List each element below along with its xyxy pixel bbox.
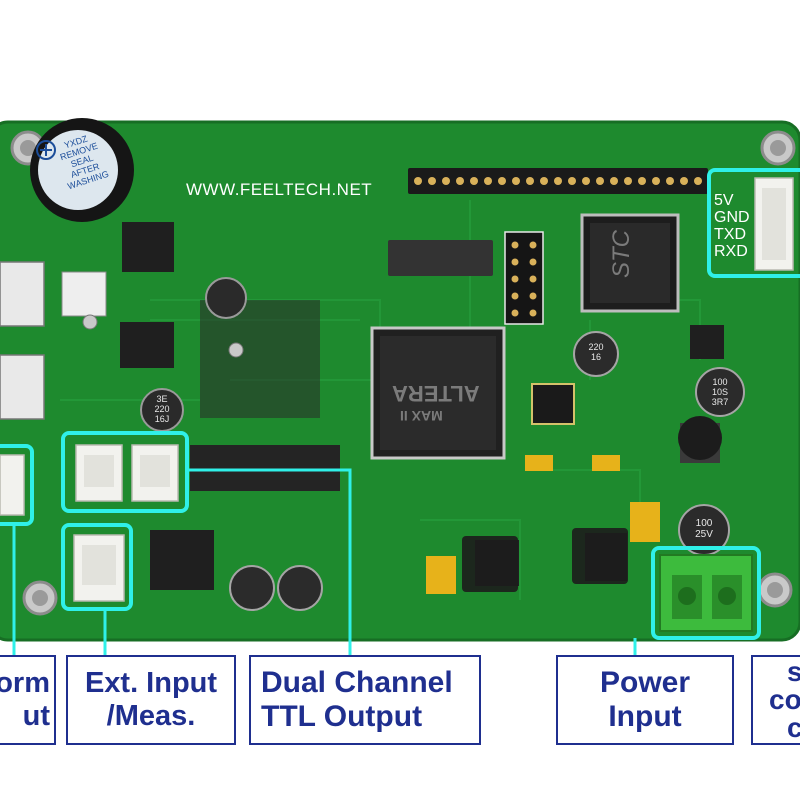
uart-pin-gnd: GND xyxy=(714,209,750,226)
label-line: c xyxy=(769,714,800,742)
cap-text: 3R7 xyxy=(711,397,729,407)
label-line: orm xyxy=(0,666,50,699)
cap-text: 220 xyxy=(154,404,170,414)
cap-label: 3E 220 16J xyxy=(146,394,178,424)
label-serial-communication: s co c xyxy=(751,655,800,745)
uart-pin-rxd: RXD xyxy=(714,243,748,260)
callout-lines xyxy=(12,468,637,655)
connector-ttl-output xyxy=(131,444,179,502)
label-line: /Meas. xyxy=(106,700,196,732)
cap-label: 220 16 xyxy=(580,342,612,362)
capacitors xyxy=(140,277,745,611)
cap-text: 10S xyxy=(711,387,728,397)
label-line: s xyxy=(769,658,800,686)
cap-label: 100 25V xyxy=(688,518,720,540)
fpga-marking: ALTERA xyxy=(392,381,480,406)
label-line: co xyxy=(769,684,800,715)
fpga-series: MAX II xyxy=(400,408,443,424)
cap-text: 100 xyxy=(695,518,713,529)
crystal xyxy=(531,383,575,425)
power-terminal-block xyxy=(659,554,753,632)
label-line: Input xyxy=(608,700,682,733)
label-power-input: Power Input xyxy=(556,655,734,745)
label-line: TTL Output xyxy=(261,700,423,733)
uart-pin-txd: TXD xyxy=(714,226,746,243)
cap-text: 3E xyxy=(156,394,168,404)
label-line: Power xyxy=(599,665,691,699)
connector-uart xyxy=(754,177,794,271)
connector-meas xyxy=(73,534,125,602)
mcu-marking: STC xyxy=(608,230,635,278)
label-waveform-output: orm ut xyxy=(0,655,56,745)
connector-ext-input xyxy=(75,444,123,502)
uart-pin-5v: 5V xyxy=(714,192,734,209)
cap-text: 16J xyxy=(154,414,170,424)
label-line: ut xyxy=(22,700,50,732)
label-dual-ttl-output: Dual Channel TTL Output xyxy=(249,655,481,745)
cap-text: 16 xyxy=(590,352,601,362)
website-silkscreen: WWW.FEELTECH.NET xyxy=(186,180,373,199)
cap-text: 25V xyxy=(695,529,713,540)
j9-header xyxy=(504,231,544,325)
cap-text: 220 xyxy=(588,342,604,352)
label-line: Dual Channel xyxy=(261,665,453,699)
uart-pin-labels: 5V GND TXD RXD xyxy=(714,192,750,260)
cap-text: 100 xyxy=(712,377,728,387)
label-ext-input: Ext. Input /Meas. xyxy=(66,655,236,745)
label-line: Ext. Input xyxy=(84,666,218,699)
cap-label: 100 10S 3R7 xyxy=(704,377,736,407)
connector-left-edge xyxy=(0,454,25,516)
